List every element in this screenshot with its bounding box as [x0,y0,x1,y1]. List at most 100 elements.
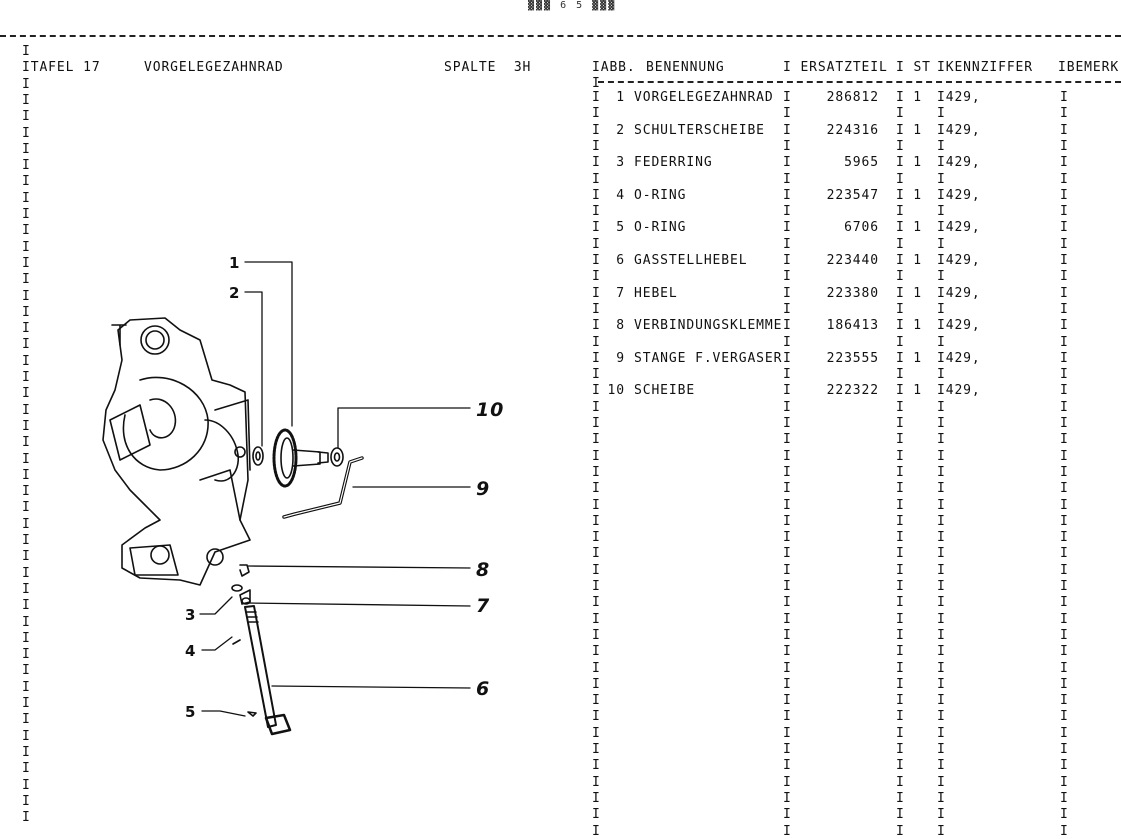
sep-st: I [896,546,905,562]
sep-ersatzteil: I [783,236,792,252]
sep-abb: I [592,725,601,741]
sep-abb: I [592,122,601,138]
sep-ersatzteil: I [783,269,792,285]
left-border-i: I [22,647,31,663]
sep-abb: I [592,807,601,823]
callout-9: 9 [476,478,490,500]
sep-ersatzteil: I [783,220,792,236]
sep-bemerk: I [1060,432,1069,448]
sep-kennziffer: I [937,334,946,350]
sep-abb: I [592,758,601,774]
sep-st: I [896,513,905,529]
left-border-i: I [22,581,31,597]
sep-st: I [896,301,905,317]
sep-st: I [896,823,905,839]
left-border-i: I [22,793,31,809]
sep-kennziffer: I [937,497,946,513]
sep-bemerk: I [1060,138,1069,154]
sep-bemerk: I [1060,742,1069,757]
sep-bemerk: I [1060,709,1069,725]
sep-kennziffer: I [937,236,946,252]
sep-bemerk: I [1060,464,1069,480]
sep-abb: I [592,774,601,790]
sep-ersatzteil: I [783,448,792,464]
part-10-washer [330,447,344,467]
sep-bemerk: I [1060,595,1069,611]
sep-st: I [896,285,905,301]
left-border-i: I [22,109,31,125]
sep-abb: I [592,416,601,431]
sep-bemerk: I [1060,220,1069,236]
sep-bemerk: I [1060,807,1069,823]
callout-2: 2 [229,284,240,302]
sep-bemerk: I [1060,627,1069,643]
left-border-i: I [22,44,31,59]
left-border-i: I [22,777,31,793]
sep-abb: I [592,285,601,301]
sep-st: I [896,790,905,806]
sep-abb: I [592,106,601,122]
sep-ersatzteil: I [783,350,792,366]
sep-kennziffer: I [937,448,946,464]
sep-st: I [896,416,905,431]
row-ersatzteil: 6706 [844,220,879,236]
sep-bemerk: I [1060,301,1069,317]
sep-kennziffer: I [937,774,946,790]
sep-ersatzteil: I [783,187,792,203]
callout-4: 4 [185,642,196,660]
sep-st: I [896,383,905,399]
sep-bemerk: I [1060,481,1069,497]
left-border-i: I [22,614,31,630]
sep-bemerk: I [1060,350,1069,366]
row-abb-number: 2 [616,122,625,138]
col-header-abb: IABB. [592,60,636,75]
table-header-rule [598,81,1121,83]
row-abb-number: 10 [607,383,625,399]
sep-ersatzteil: I [783,383,792,399]
callout-7: 7 [476,595,490,617]
part-4-o-ring [232,639,241,645]
row-st: 1 [913,187,922,203]
left-border-i: I [22,598,31,614]
row-kennziffer: I429, [937,90,981,105]
left-border-i: I [22,744,31,760]
sep-abb: I [592,676,601,692]
left-border-i: I [22,337,31,353]
parts-illustration [231,428,364,736]
left-border-i: I [22,92,31,108]
sep-abb: I [592,562,601,578]
sep-kennziffer: I [937,106,946,122]
left-border-i: I [22,630,31,646]
sep-bemerk: I [1060,416,1069,431]
sep-kennziffer: I [937,644,946,660]
sep-st: I [896,432,905,448]
sep-kennziffer: I [937,823,946,839]
sep-abb: I [592,644,601,660]
left-border-i: I [22,353,31,369]
sep-kennziffer: I [937,758,946,774]
sep-ersatzteil: I [783,758,792,774]
left-border-i: I [22,288,31,304]
sep-st: I [896,579,905,594]
callout-10: 10 [476,399,504,421]
left-border-i: I [22,484,31,500]
sep-st: I [896,90,905,105]
tafel-title: VORGELEGEZAHNRAD [144,60,284,75]
part-3-spring-ring [231,584,243,592]
sep-abb: I [592,236,601,252]
left-border-i: I [22,207,31,222]
sep-bemerk: I [1060,171,1069,187]
row-st: 1 [913,155,922,171]
sep-ersatzteil: I [783,644,792,660]
sep-st: I [896,562,905,578]
left-border-i: I [22,158,31,174]
sep-bemerk: I [1060,269,1069,285]
sep-kennziffer: I [937,709,946,725]
sep-kennziffer: I [937,676,946,692]
top-dashed-rule [0,35,1121,37]
row-st: 1 [913,220,922,236]
left-border-i: I [22,467,31,483]
page-number-mark: ▓▓▓ 6 5 ▓▓▓ [528,0,617,11]
sep-abb: I [592,220,601,236]
left-border-i: I [22,76,31,92]
